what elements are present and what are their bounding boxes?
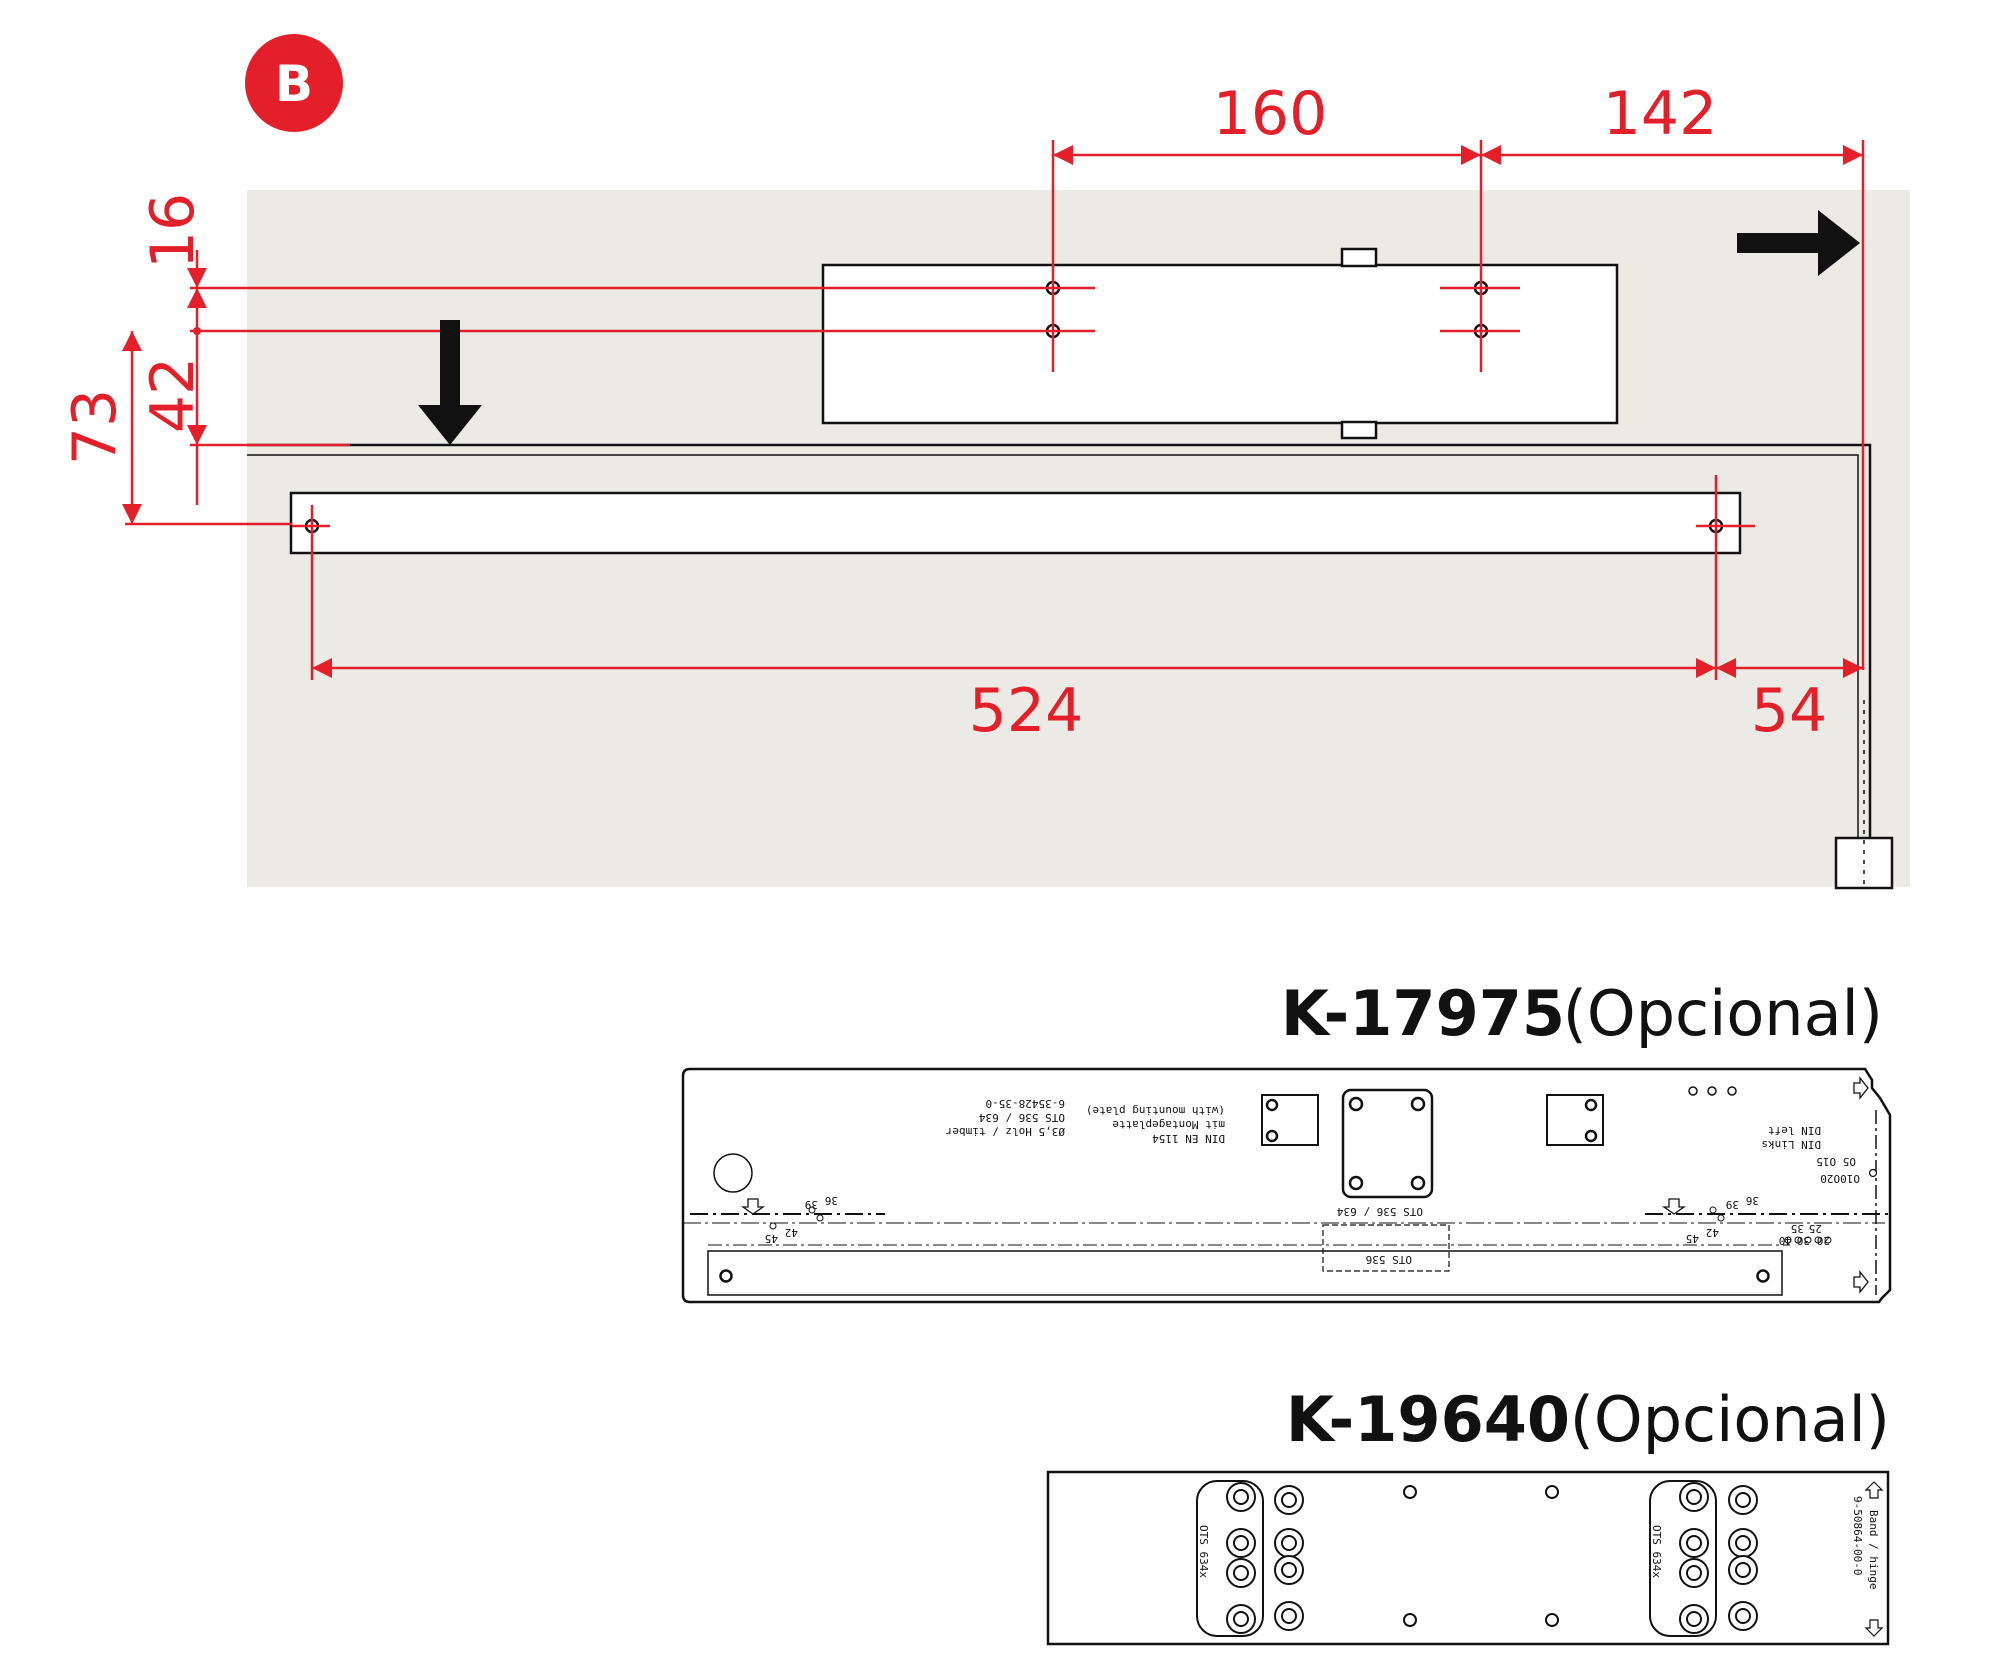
svg-text:42: 42	[785, 1226, 798, 1239]
dim-73: 73	[60, 389, 130, 465]
k17975-marker-arrow-4	[1853, 1270, 1869, 1294]
svg-text:O5 O15: O5 O15	[1816, 1155, 1856, 1168]
arm-plate	[821, 247, 1619, 440]
svg-text:42: 42	[1706, 1226, 1719, 1239]
k17975-optional: (Opcional)	[1563, 977, 1883, 1050]
svg-text:36: 36	[825, 1194, 838, 1207]
svg-text:9-50864-00-0: 9-50864-00-0	[1851, 1496, 1864, 1575]
badge-label: B	[275, 55, 313, 113]
svg-text:DIN Links: DIN Links	[1761, 1138, 1821, 1151]
svg-text:40: 40	[1779, 1234, 1792, 1247]
svg-text:39: 39	[805, 1198, 818, 1211]
k19640-holes	[1226, 1482, 1758, 1634]
k17975-code: K-17975	[1281, 977, 1565, 1050]
dim-160: 160	[1213, 79, 1328, 149]
door-edge-line	[247, 443, 1872, 842]
section-badge: B	[245, 34, 343, 132]
k17975-marker-arrow-1	[740, 1198, 766, 1215]
k17975-marker-arrow-3	[1853, 1076, 1869, 1100]
k19640-hinge-arrow-top	[1864, 1481, 1884, 1499]
svg-text:20: 20	[1817, 1234, 1830, 1247]
svg-text:mit Montageplatte: mit Montageplatte	[1112, 1118, 1225, 1131]
svg-text:Ø3,5 Holz / timber: Ø3,5 Holz / timber	[945, 1125, 1065, 1138]
closer-body	[289, 491, 1742, 555]
svg-text:45: 45	[1686, 1232, 1699, 1245]
k17975-holes	[713, 1086, 1878, 1283]
svg-text:OTS 536 / 634: OTS 536 / 634	[979, 1111, 1065, 1124]
dim-142: 142	[1603, 79, 1718, 149]
dim-16: 16	[138, 193, 208, 269]
svg-text:36: 36	[1746, 1194, 1759, 1207]
k19640-plate	[1046, 1470, 1890, 1646]
k19640-hinge-arrow-bottom	[1864, 1619, 1884, 1637]
svg-text:30: 30	[1797, 1234, 1810, 1247]
dim-524: 524	[969, 676, 1084, 746]
svg-text:DIN EN 1154: DIN EN 1154	[1152, 1132, 1225, 1145]
svg-text:35: 35	[1791, 1222, 1804, 1235]
arrow-down-icon	[418, 320, 482, 445]
svg-text:Band / hinge: Band / hinge	[1867, 1510, 1880, 1589]
svg-text:OTS 634x: OTS 634x	[1650, 1525, 1663, 1578]
svg-text:OTS 536 / 634: OTS 536 / 634	[1337, 1205, 1423, 1218]
svg-text:OTS 536: OTS 536	[1366, 1253, 1412, 1266]
svg-text:(with mounting plate): (with mounting plate)	[1086, 1104, 1225, 1117]
dim-54: 54	[1751, 676, 1827, 746]
svg-text:45: 45	[765, 1232, 778, 1245]
k19640-labels: OTS 634x OTS 634x Band / hinge 9-50864-0…	[1197, 1496, 1880, 1589]
svg-text:6-35428-35-0: 6-35428-35-0	[986, 1097, 1065, 1110]
k19640-code: K-19640	[1286, 1383, 1570, 1456]
svg-text:O10O20: O10O20	[1820, 1172, 1860, 1185]
arrow-right-icon	[1737, 210, 1860, 276]
svg-text:OTS 634x: OTS 634x	[1197, 1525, 1210, 1578]
k17975-labels: 6-35428-35-0 OTS 536 / 634 Ø3,5 Holz / t…	[765, 1097, 1860, 1266]
svg-text:25: 25	[1809, 1222, 1822, 1235]
k19640-optional: (Opcional)	[1570, 1383, 1890, 1456]
dimension-lines	[122, 140, 1865, 680]
k17975-plate	[681, 1067, 1892, 1304]
svg-text:DIN left: DIN left	[1768, 1124, 1821, 1137]
svg-text:39: 39	[1726, 1198, 1739, 1211]
dim-42: 42	[138, 357, 208, 433]
k17975-marker-arrow-2	[1661, 1198, 1687, 1215]
